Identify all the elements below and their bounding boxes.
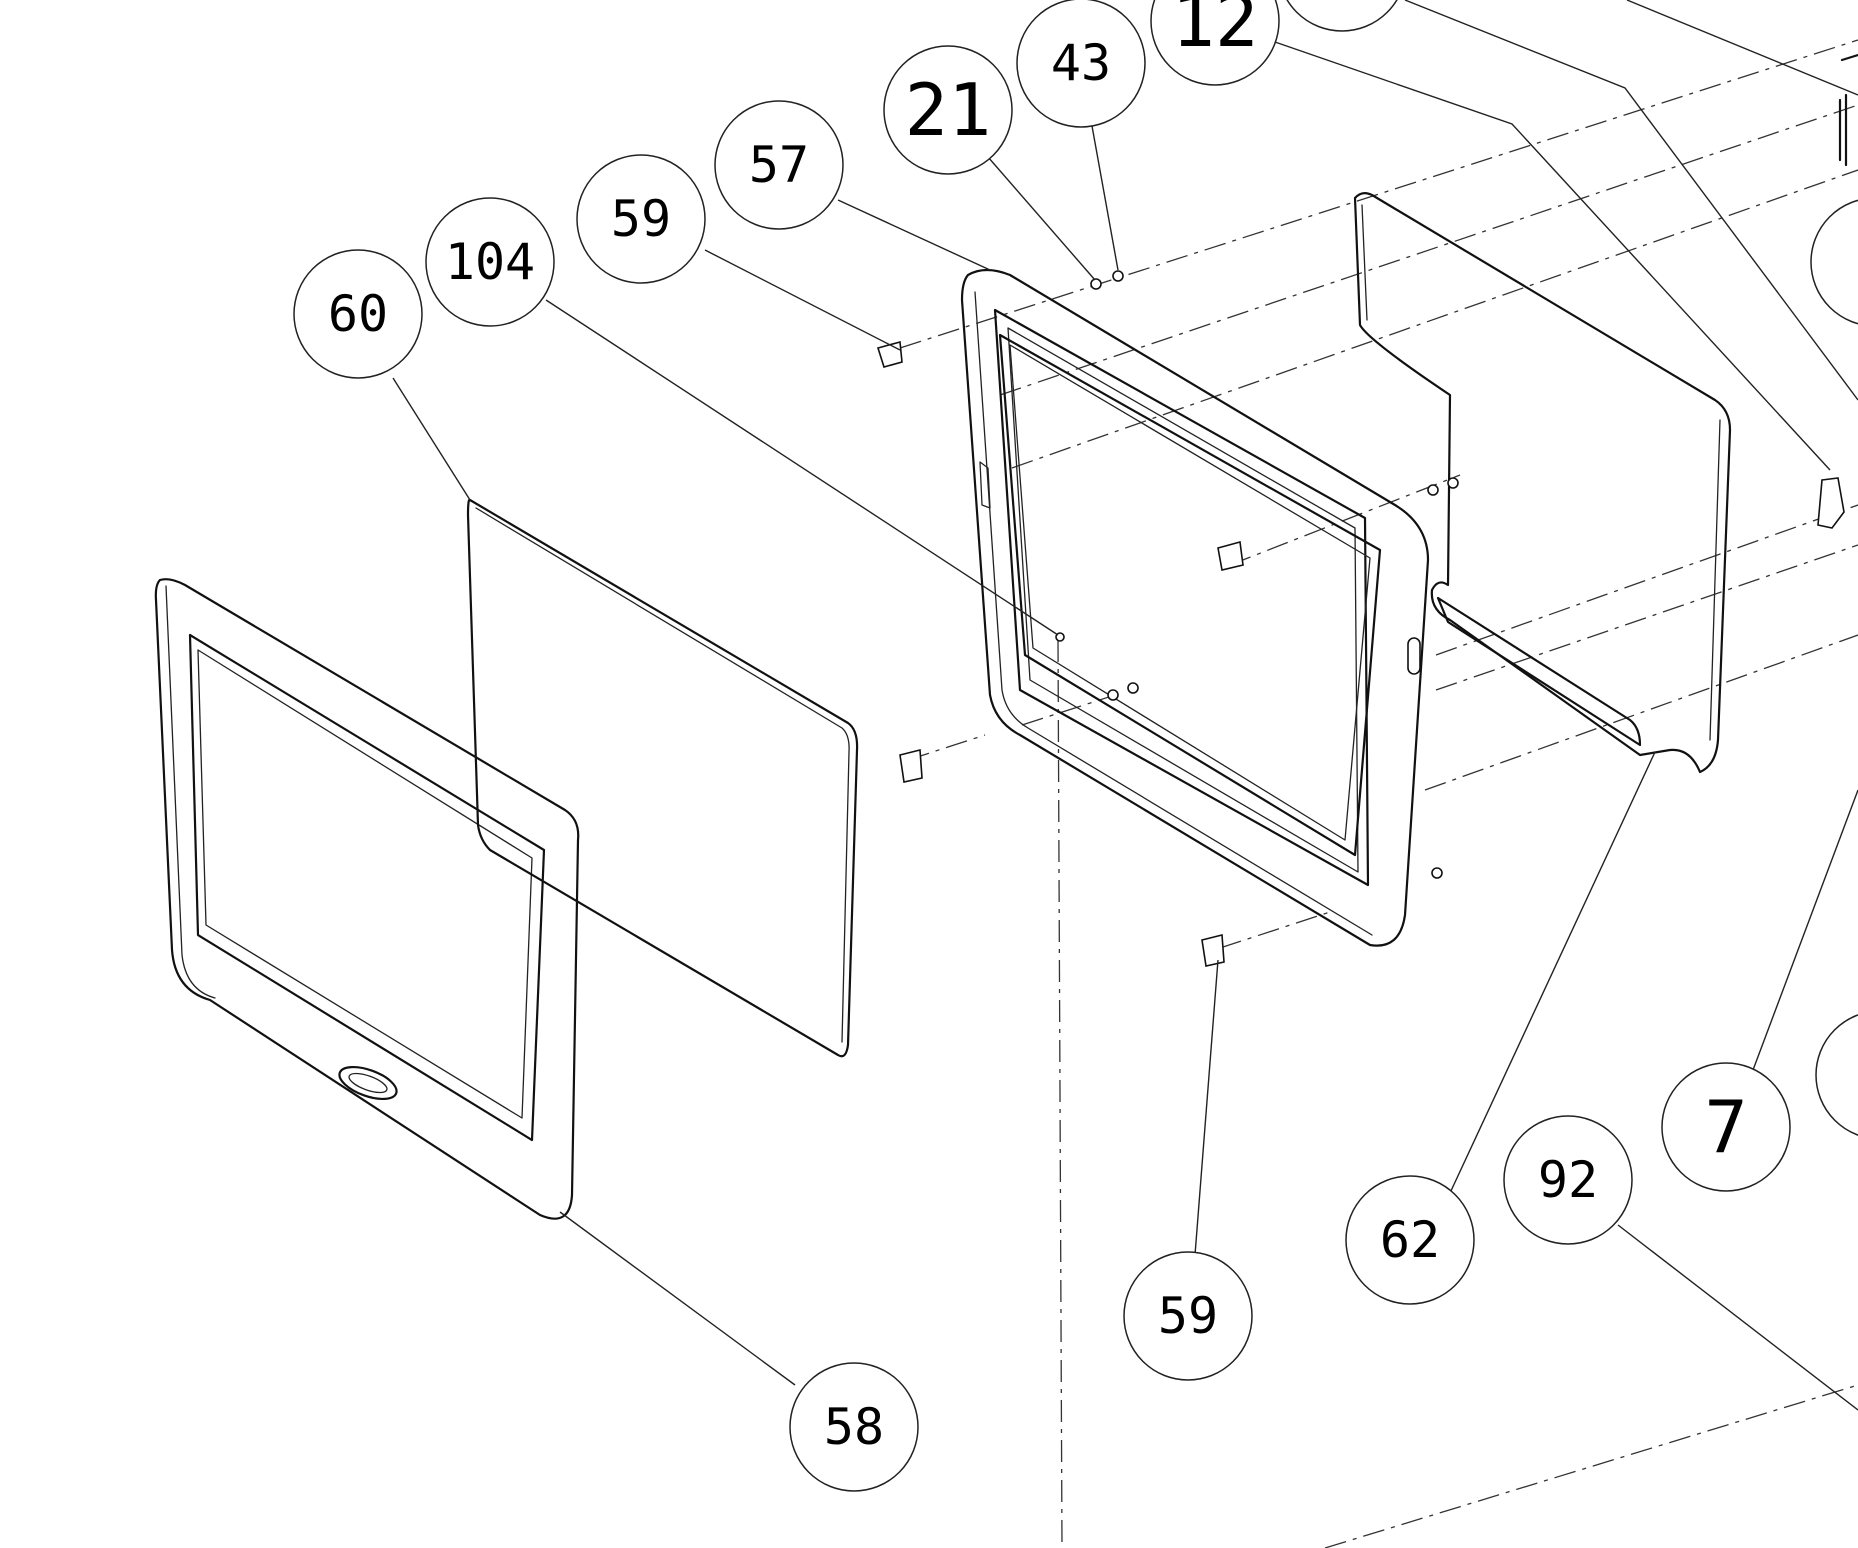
callout-58-label: 58	[824, 1398, 884, 1456]
callout-21: 21	[883, 45, 1013, 175]
rear-seal	[1353, 191, 1732, 774]
callout-7-label: 7	[1704, 1085, 1747, 1169]
callout-12-label: 12	[1172, 0, 1259, 63]
callout-43: 43	[1016, 0, 1146, 128]
callout-21-label: 21	[905, 68, 992, 152]
glass-panel	[466, 498, 859, 1058]
callout-1: 1	[1815, 1014, 1858, 1136]
callout-partial-top	[1286, 0, 1398, 32]
callout-12: 12	[1150, 0, 1280, 86]
callout-7: 7	[1661, 1062, 1791, 1192]
callout-104: 104	[425, 197, 555, 327]
callout-92-label: 92	[1538, 1151, 1598, 1209]
front-bezel	[154, 578, 580, 1220]
callout-57: 57	[714, 100, 844, 230]
callout-57-label: 57	[749, 136, 809, 194]
callout-59-top-label: 59	[611, 190, 671, 248]
callout-59-bottom: 59	[1123, 1251, 1253, 1381]
callout-59-top: 59	[576, 154, 706, 284]
door-frame	[960, 268, 1430, 947]
fasteners	[876, 53, 1858, 967]
callout-60-label: 60	[328, 285, 388, 343]
callout-3: 3	[1810, 199, 1858, 325]
callout-104-label: 104	[445, 233, 535, 291]
callout-62: 62	[1345, 1175, 1475, 1305]
callout-92: 92	[1503, 1115, 1633, 1245]
callout-62-label: 62	[1380, 1211, 1440, 1269]
callout-43-label: 43	[1051, 34, 1111, 92]
callout-59-bottom-label: 59	[1158, 1287, 1218, 1345]
callout-58: 58	[789, 1362, 919, 1492]
assembly-axes	[899, 39, 1858, 1548]
callout-60: 60	[293, 249, 423, 379]
leader-lines	[392, 0, 1858, 1411]
